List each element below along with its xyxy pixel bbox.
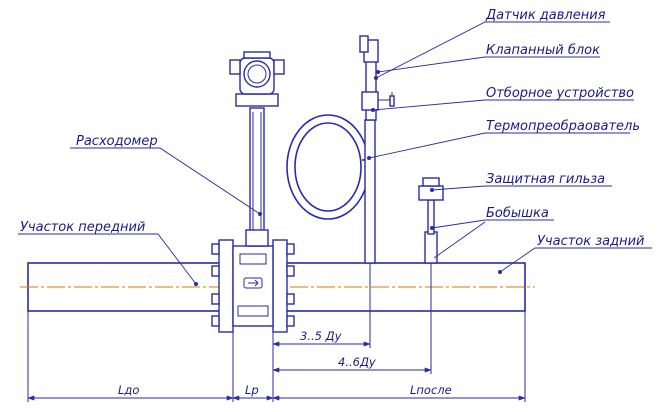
label-sampling-device: Отборное устройство [486,86,634,101]
pressure-assembly [359,35,395,264]
flange-bolts-left [211,243,220,327]
label-valve-block: Клапанный блок [486,43,600,58]
dim-label-4-6du: 4..6Ду [338,355,376,369]
dim-label-l-before: Lдо [118,383,139,397]
label-flowmeter: Расходомер [76,134,158,149]
dim-label-3-5du: 3..5 Ду [300,329,342,343]
leaders [18,21,652,286]
label-rear-section: Участок задний [537,234,645,249]
dim-label-l-p: Lр [245,383,259,397]
label-boss: Бобышка [486,206,549,221]
transmitter-head [229,51,285,107]
label-protective-sleeve: Защитная гильза [486,172,605,187]
label-front-section: Участок передний [20,220,145,235]
sampling-coil [286,114,370,220]
dim-label-l-after: Lпосле [410,383,452,397]
dimensions [27,263,526,402]
flowmeter-assembly [211,51,295,333]
label-thermoconverter: Термопреобраователь [486,119,640,134]
label-pressure-sensor: Датчик давления [485,8,606,23]
flange-bolts-right [286,243,295,327]
